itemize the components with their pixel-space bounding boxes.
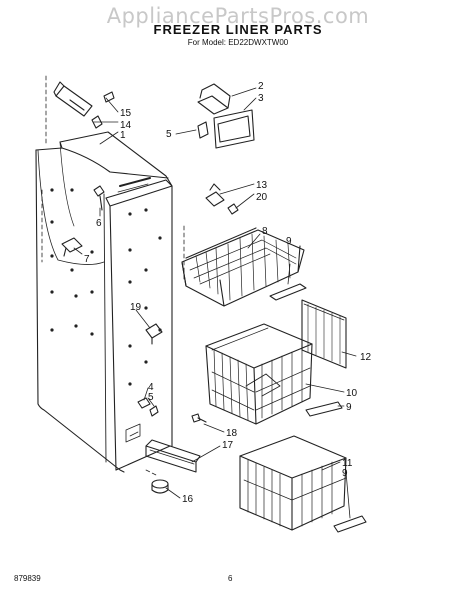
callout-8: 8 <box>262 226 268 237</box>
basket-part-11 <box>239 435 347 531</box>
callout-5-lower: 5 <box>148 392 154 403</box>
callout-2: 2 <box>258 81 264 92</box>
callout-18: 18 <box>226 428 238 439</box>
clip-part-7 <box>61 237 83 257</box>
callout-17: 17 <box>222 440 234 451</box>
liner-mounting-holes <box>50 188 162 386</box>
callout-10: 10 <box>346 388 358 399</box>
callout-16: 16 <box>182 494 194 505</box>
callout-6: 6 <box>96 218 102 229</box>
screw-part-18 <box>191 413 207 423</box>
callout-3: 3 <box>258 93 264 104</box>
callout-11: 11 <box>342 458 353 469</box>
callout-leader-arrows <box>73 87 357 519</box>
page-number: 6 <box>228 574 233 583</box>
callout-1: 1 <box>120 130 126 141</box>
basket-part-10 <box>205 323 313 425</box>
top-bracket <box>53 81 115 129</box>
callout-19: 19 <box>130 302 142 313</box>
callout-12: 12 <box>360 352 372 363</box>
assembly-leader-lines <box>41 75 185 477</box>
callout-9-top: 9 <box>286 236 292 247</box>
callout-9-middle: 9 <box>346 402 352 413</box>
callout-14: 14 <box>120 120 132 131</box>
callout-9-bottom: 9 <box>342 468 348 479</box>
page-title: FREEZER LINER PARTS <box>153 22 323 37</box>
divider-part-12 <box>301 299 347 369</box>
basket-part-8 <box>181 227 305 307</box>
callout-13: 13 <box>256 180 268 191</box>
screw-part-6 <box>93 185 105 211</box>
document-code: 879839 <box>14 574 41 583</box>
freezer-liner <box>35 131 173 473</box>
foot-part-16 <box>151 479 169 494</box>
rail-part-17 <box>145 439 201 473</box>
bracket-part-19 <box>145 323 163 345</box>
callout-4: 4 <box>148 382 154 393</box>
callout-15: 15 <box>120 108 132 119</box>
shelf-bracket-parts-2-3 <box>197 83 255 149</box>
callout-20: 20 <box>256 192 268 203</box>
watermark: AppliancePartsPros.com <box>106 4 370 28</box>
basket-stop-9-middle <box>305 401 343 417</box>
fastener-parts-13-20 <box>205 183 239 215</box>
callout-5-top: 5 <box>166 129 172 140</box>
basket-stop-9-bottom <box>333 515 367 533</box>
model-subtitle: For Model: ED22DWXTW00 <box>187 38 289 47</box>
screws-parts-4-5 <box>137 397 159 417</box>
callout-7: 7 <box>84 254 90 265</box>
callout-labels: 2 3 5 15 14 1 6 7 13 20 8 9 19 12 4 5 10… <box>84 81 372 505</box>
basket-stop-9-top <box>269 283 307 301</box>
